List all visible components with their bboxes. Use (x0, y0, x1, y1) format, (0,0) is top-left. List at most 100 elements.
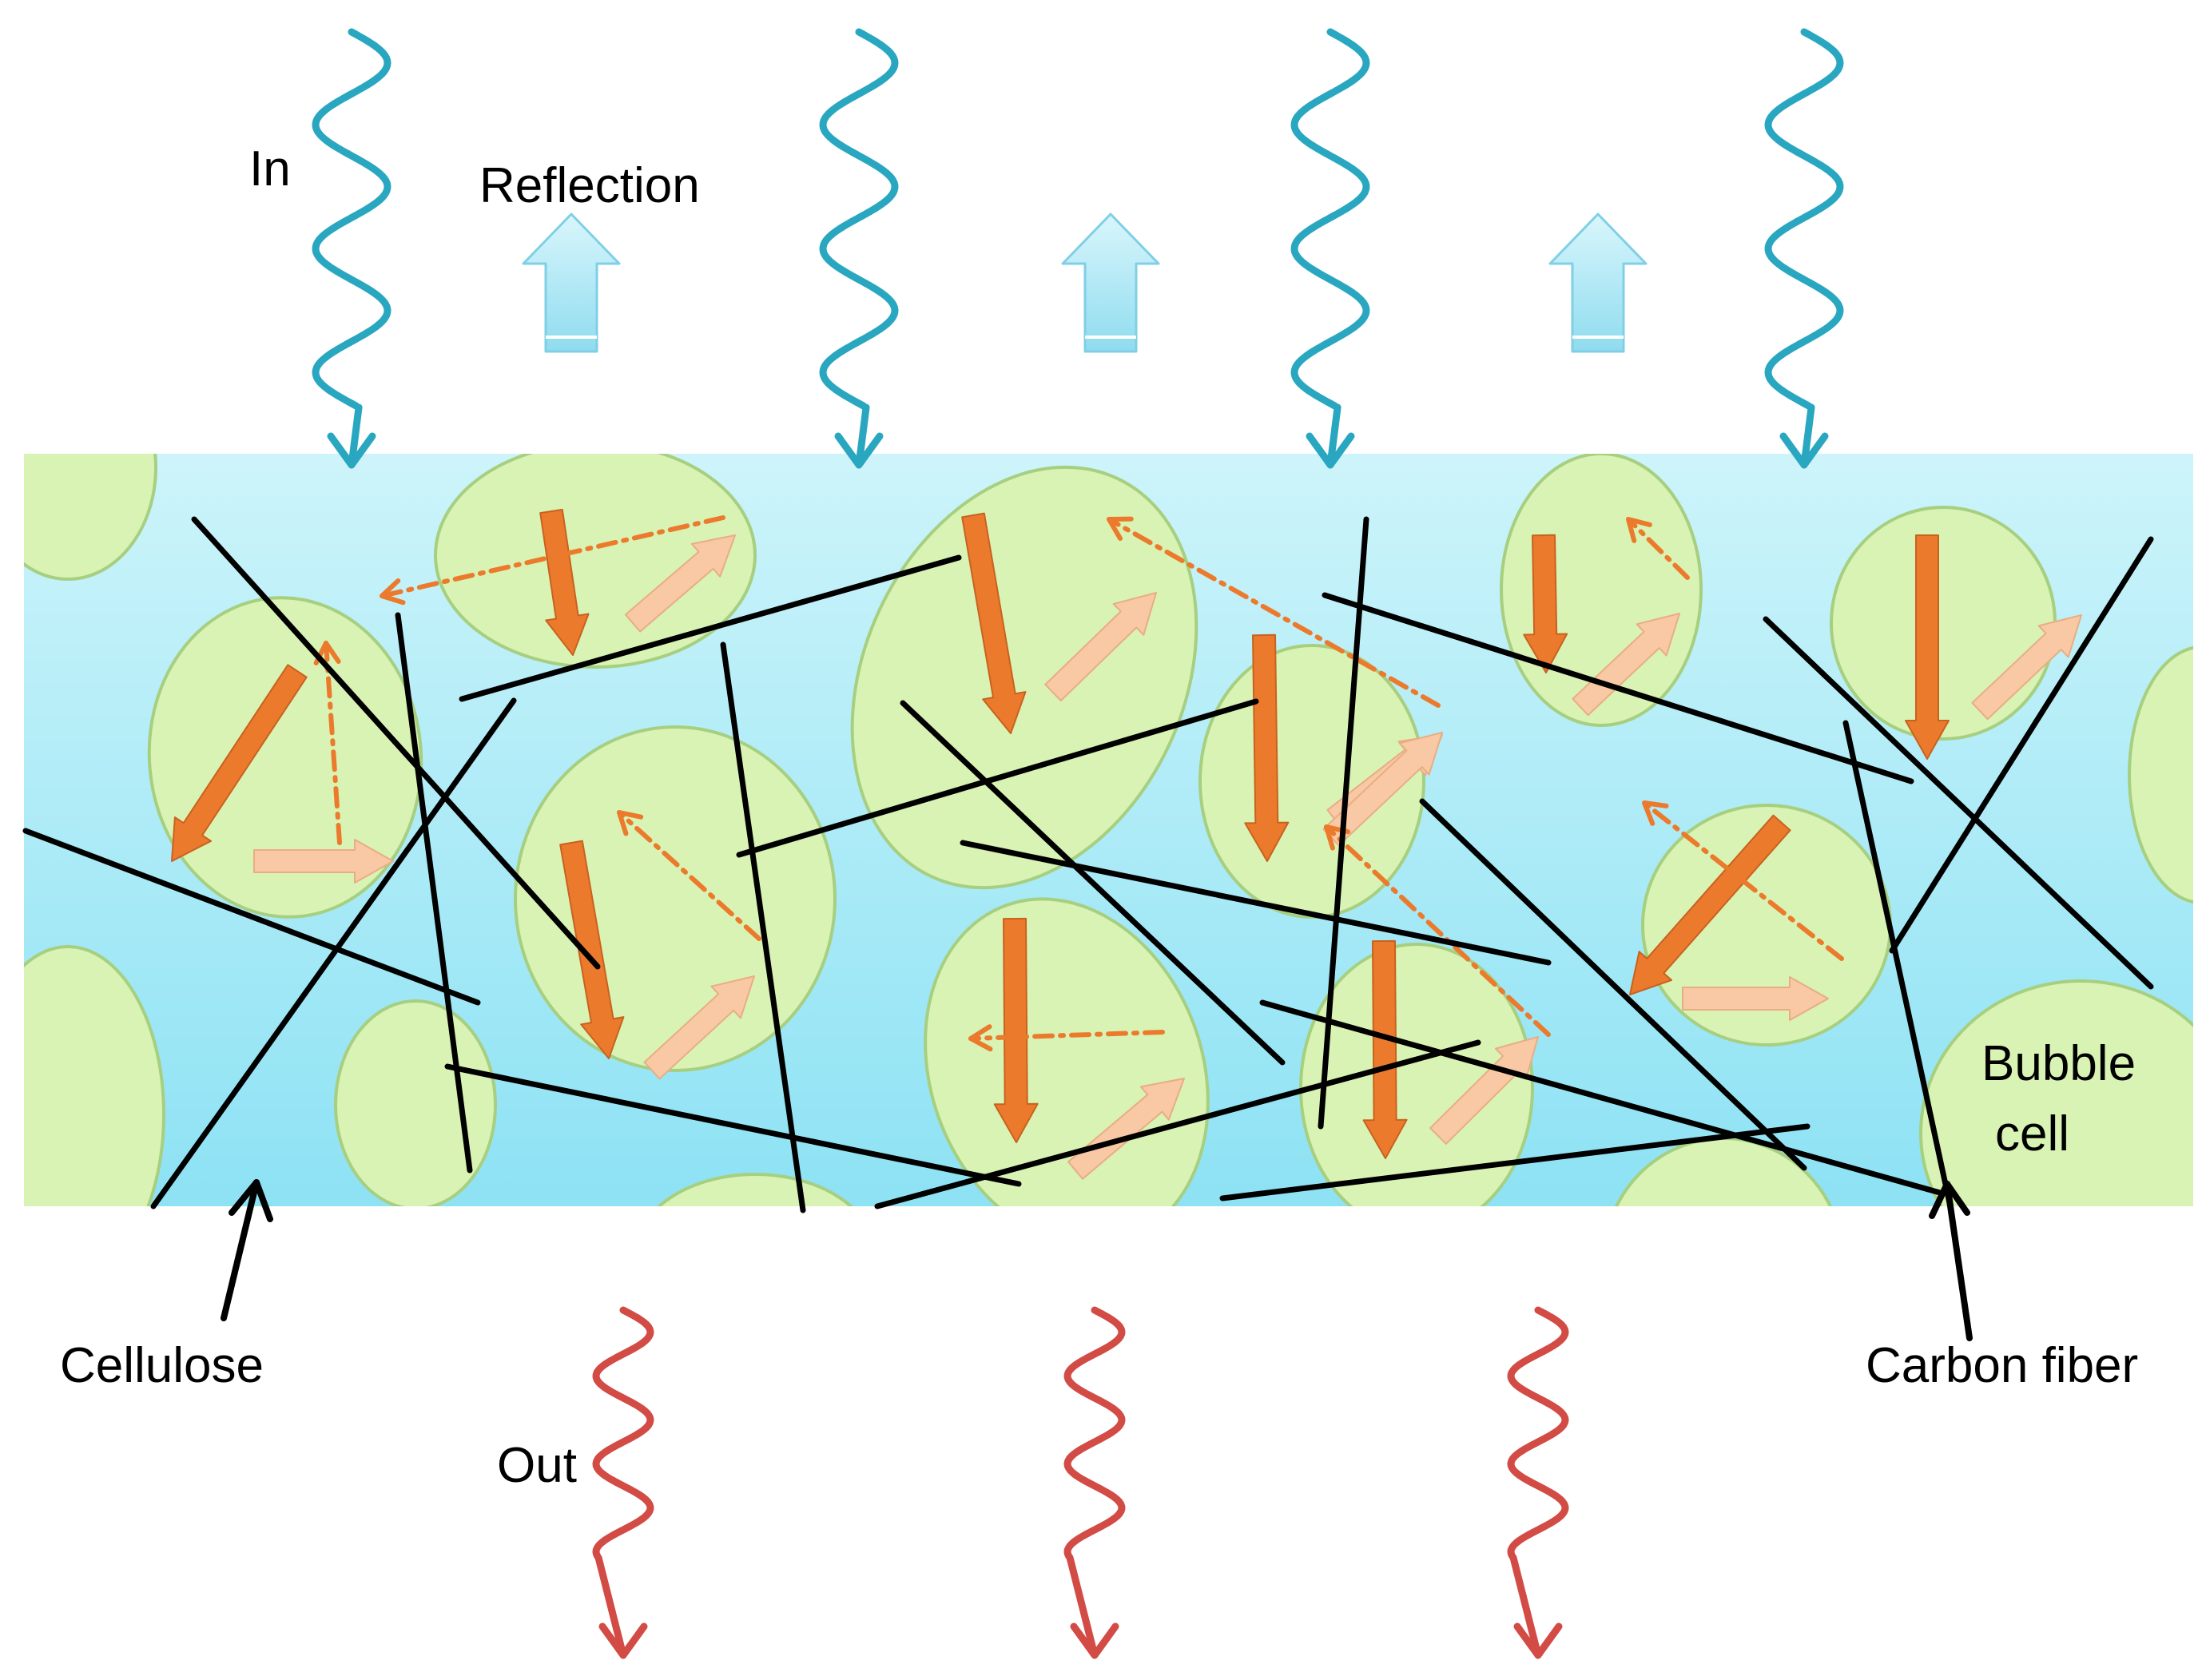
cellulose-pointer-icon (221, 1179, 273, 1321)
reflected-arrow (1682, 976, 1829, 1021)
carbon-fiber (1889, 536, 2154, 954)
bubble-cell (24, 945, 165, 1206)
incoming-wave-icon (312, 28, 392, 410)
carbon-fiber (1763, 616, 2154, 990)
dipole-arrow (1244, 633, 1290, 862)
bubble-cell (514, 725, 837, 1072)
bubble-cell (850, 465, 1198, 890)
carbon-fiber-pointer-icon (1929, 1181, 1973, 1341)
reflected-arrow (643, 975, 755, 1080)
outgoing-wave-icon-head (1513, 1622, 1563, 1659)
bubble-cell (24, 454, 157, 581)
carbon-fiber (736, 698, 1259, 858)
internal-reflection-path (1324, 824, 1551, 1037)
incoming-wave-icon (819, 28, 899, 410)
dipole-arrow (1905, 534, 1950, 760)
reflected-arrow (1572, 613, 1680, 717)
reflection-arrow-icon (1061, 212, 1160, 353)
dipole-arrow (961, 512, 1027, 734)
reflected-arrow (1971, 614, 2082, 721)
bubble-cell-label-line1: Bubble (1981, 1036, 2136, 1091)
outgoing-wave-icon-stem (594, 1554, 627, 1659)
dipole-arrow (1629, 814, 1791, 995)
reflection-label: Reflection (479, 158, 700, 213)
outgoing-wave-icon (592, 1306, 654, 1561)
reflected-arrow (1044, 592, 1157, 702)
reflected-arrow (253, 839, 394, 884)
carbon-fiber (960, 840, 1552, 966)
bubble-cell-label-line2: cell (1995, 1106, 2069, 1162)
carbon-fiber (1322, 592, 1914, 784)
bubble-cell (924, 897, 1210, 1206)
internal-reflection-path-head (1107, 516, 1134, 542)
dipole-arrow (1523, 534, 1568, 673)
incoming-wave-icon (1290, 28, 1370, 410)
outgoing-waves (592, 1306, 1569, 1659)
bubble-cell (147, 596, 423, 919)
carbon-fiber-label: Carbon fiber (1866, 1338, 2138, 1393)
outgoing-wave-icon-stem (1509, 1554, 1542, 1659)
reflected-arrow (624, 534, 736, 633)
internal-reflection-path-head (1626, 517, 1652, 543)
carbon-fiber (191, 516, 601, 970)
reflection-arrow-icon (522, 212, 621, 353)
internal-reflection-path-head (380, 578, 406, 606)
incoming-wave-icon-head (834, 432, 884, 469)
internal-reflections (171, 508, 2082, 1180)
incoming-wave-icon-stem (1326, 403, 1341, 469)
incoming-wave-icon-stem (348, 403, 363, 469)
incoming-wave-icon-head (1306, 432, 1355, 469)
dipole-arrow (993, 917, 1039, 1143)
carbon-fiber (444, 1063, 1022, 1187)
carbon-fiber (1419, 798, 1807, 1171)
internal-reflection-path-head (1642, 800, 1669, 826)
bubble-cell (1614, 1137, 1833, 1206)
carbon-fiber (150, 697, 517, 1209)
reflection-arrow-icon (1548, 212, 1648, 353)
internal-reflection-path-head (617, 810, 644, 836)
bubble-cell (334, 999, 497, 1206)
bubble-cell (1919, 979, 2193, 1206)
carbon-fiber (1318, 516, 1369, 1130)
incoming-wave-icon-head (1779, 432, 1829, 469)
carbon-fiber (459, 554, 962, 702)
reflected-arrow (1322, 732, 1443, 847)
incoming-wave-icon-stem (1800, 403, 1815, 469)
cellulose-label: Cellulose (60, 1338, 264, 1393)
carbon-fiber (874, 1039, 1481, 1209)
incoming-waves (312, 28, 1844, 469)
bubble-cell (1830, 506, 2057, 741)
outgoing-wave-icon-stem (1066, 1554, 1099, 1659)
incoming-wave-icon-stem (855, 403, 870, 469)
internal-reflection-path (380, 515, 725, 598)
in-label: In (249, 141, 291, 197)
carbon-fiber (1219, 1123, 1811, 1201)
carbon-fiber (1842, 720, 1954, 1213)
internal-reflection-path (1642, 800, 1844, 961)
dipole-arrow (1362, 939, 1408, 1159)
carbon-fiber (900, 700, 1286, 1066)
internal-reflection-path-head (968, 1024, 993, 1052)
bubble-cell (2128, 645, 2193, 904)
carbon-fiber (1259, 999, 1943, 1196)
internal-reflection-path (1107, 517, 1441, 708)
carbon-fiber (22, 828, 481, 1006)
outgoing-wave-icon (1507, 1306, 1569, 1561)
carbon-fiber (395, 612, 473, 1174)
carbon-fiber (720, 641, 806, 1213)
dipole-arrow (539, 508, 590, 656)
outgoing-wave-icon-head (1070, 1622, 1119, 1659)
internal-reflection-path (324, 641, 342, 845)
internal-reflection-path (617, 810, 761, 941)
dipole-arrow (559, 840, 625, 1059)
outgoing-wave-icon (1063, 1306, 1126, 1561)
internal-reflection-path (968, 1030, 1165, 1041)
internal-reflection-path (1626, 517, 1690, 580)
out-label: Out (497, 1438, 577, 1493)
outgoing-wave-icon-head (598, 1622, 648, 1659)
incoming-wave-icon (1764, 28, 1844, 410)
reflection-arrows (522, 212, 1648, 353)
bubble-cell (657, 1173, 853, 1206)
carbon-fibers (22, 516, 2154, 1213)
